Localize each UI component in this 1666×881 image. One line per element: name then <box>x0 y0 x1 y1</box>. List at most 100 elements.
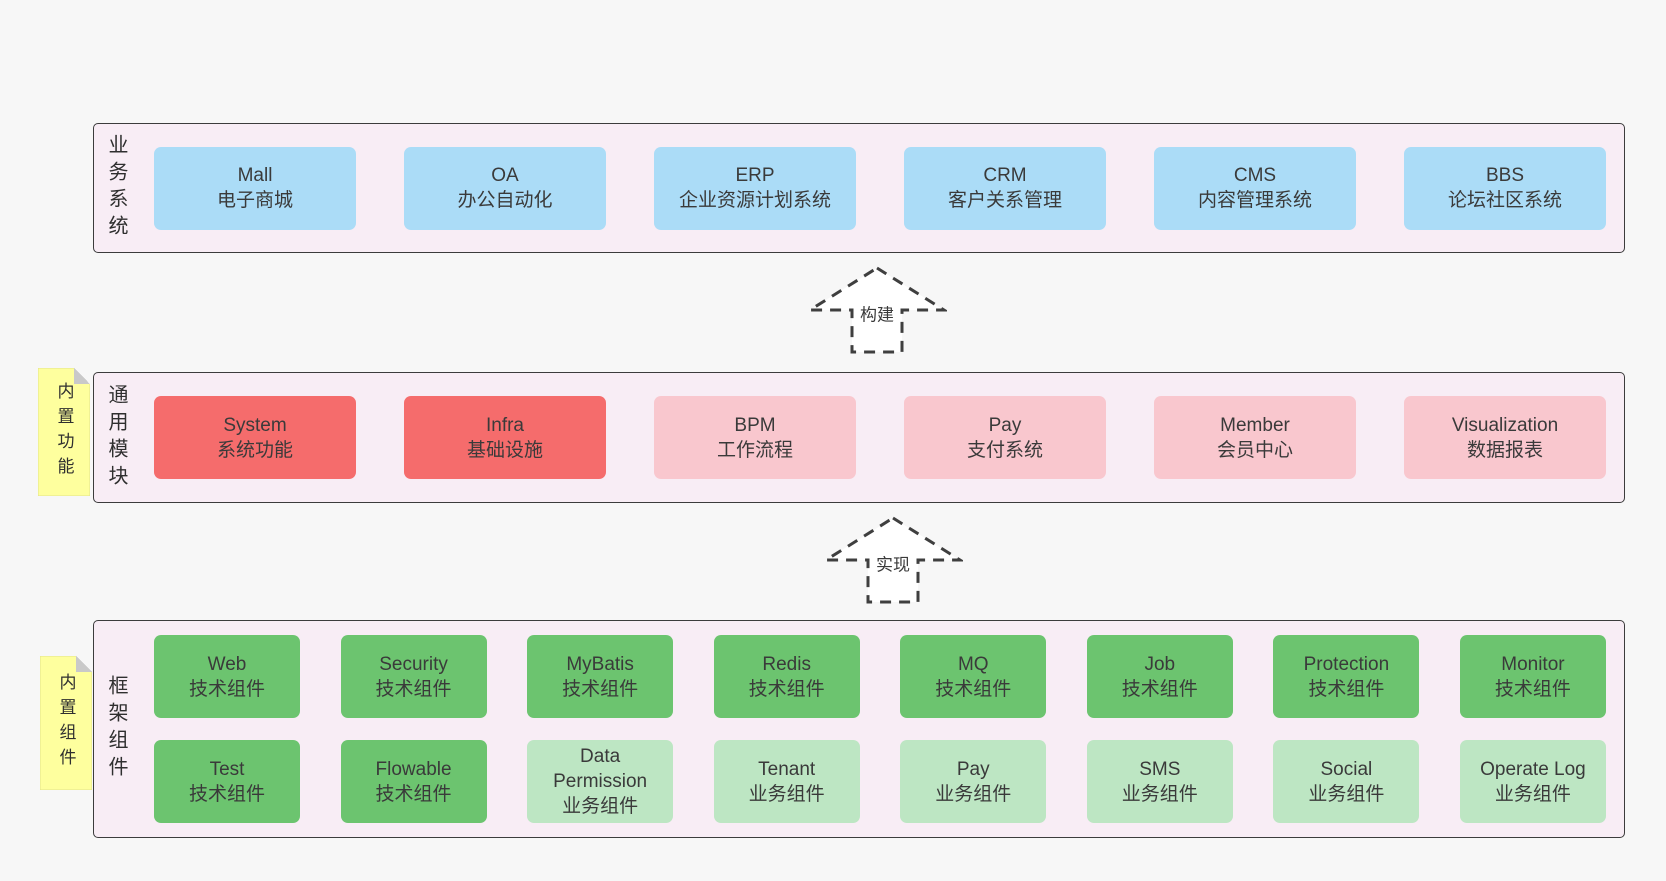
module-desc: 业务组件 <box>1494 783 1571 805</box>
module-box: SMS 业务组件 <box>1086 740 1233 823</box>
module-desc: 业务组件 <box>1121 783 1198 805</box>
module-name: SMS <box>1139 758 1181 780</box>
module-box: Mall 电子商城 <box>154 146 356 230</box>
module-name: Social <box>1320 758 1373 780</box>
module-row: Test 技术组件 Flowable 技术组件 Data Permission … <box>154 740 1606 823</box>
module-desc: 技术组件 <box>1308 678 1385 700</box>
module-desc: 业务组件 <box>748 783 825 805</box>
module-name: CRM <box>983 165 1027 186</box>
folded-corner-icon <box>74 368 90 384</box>
module-desc: 客户关系管理 <box>947 190 1062 211</box>
module-box: Visualization 数据报表 <box>1404 396 1606 479</box>
module-box: OA 办公自动化 <box>404 146 606 230</box>
module-name: MyBatis <box>566 653 634 675</box>
module-name: Data Permission <box>553 746 648 792</box>
module-box: Flowable 技术组件 <box>340 740 487 823</box>
sticky-note-builtin-features: 内置功能 <box>38 368 90 496</box>
module-box: Test 技术组件 <box>154 740 300 823</box>
module-box: Web 技术组件 <box>154 635 300 718</box>
module-name: Infra <box>485 414 525 436</box>
module-desc: 业务组件 <box>935 783 1012 805</box>
module-name: Job <box>1144 653 1176 675</box>
module-name: Redis <box>762 653 811 675</box>
arrow-label: 实现 <box>874 549 912 577</box>
module-desc: 业务组件 <box>1308 783 1385 805</box>
module-desc: 技术组件 <box>375 783 452 805</box>
layer-framework-components: 框架组件 Web 技术组件 Security 技术组件 MyBatis 技术组件 <box>93 620 1625 838</box>
module-box: CMS 内容管理系统 <box>1154 146 1356 230</box>
module-name: Security <box>379 653 448 675</box>
module-name: Test <box>209 758 245 780</box>
module-box: Social 业务组件 <box>1273 740 1420 823</box>
module-desc: 数据报表 <box>1466 439 1543 461</box>
module-desc: 技术组件 <box>1121 678 1198 700</box>
layer-label: 业务系统 <box>105 134 127 242</box>
sticky-note-label: 内置组件 <box>56 673 76 773</box>
module-box: MyBatis 技术组件 <box>527 635 674 718</box>
module-desc: 技术组件 <box>935 678 1012 700</box>
layer-label: 框架组件 <box>105 675 127 783</box>
module-name: Operate Log <box>1480 758 1586 780</box>
module-name: BBS <box>1485 165 1525 186</box>
module-name: Flowable <box>375 758 452 780</box>
module-desc: 企业资源计划系统 <box>678 190 831 211</box>
module-desc: 技术组件 <box>748 678 825 700</box>
module-box: CRM 客户关系管理 <box>904 146 1106 230</box>
module-box: BPM 工作流程 <box>654 396 856 479</box>
module-name: ERP <box>735 165 775 186</box>
module-desc: 技术组件 <box>375 678 452 700</box>
module-desc: 系统功能 <box>216 439 293 461</box>
module-name: Mall <box>237 165 273 186</box>
module-name: OA <box>491 165 519 186</box>
module-desc: 技术组件 <box>562 678 639 700</box>
module-box: BBS 论坛社区系统 <box>1404 146 1606 230</box>
module-name: System <box>223 414 287 436</box>
module-desc: 论坛社区系统 <box>1447 190 1562 211</box>
module-name: Visualization <box>1451 414 1559 436</box>
module-box: ERP 企业资源计划系统 <box>654 146 856 230</box>
module-box: Operate Log 业务组件 <box>1459 740 1606 823</box>
sticky-note-label: 内置功能 <box>54 382 74 482</box>
module-desc: 工作流程 <box>716 439 793 461</box>
module-name: Monitor <box>1501 653 1565 675</box>
module-desc: 电子商城 <box>216 190 293 211</box>
module-desc: 办公自动化 <box>457 190 553 211</box>
module-desc: 基础设施 <box>466 439 543 461</box>
module-desc: 业务组件 <box>562 796 639 817</box>
module-box: Tenant 业务组件 <box>713 740 860 823</box>
sticky-note-builtin-components: 内置组件 <box>40 656 92 790</box>
module-desc: 内容管理系统 <box>1197 190 1312 211</box>
module-desc: 支付系统 <box>966 439 1043 461</box>
module-box: Redis 技术组件 <box>713 635 860 718</box>
module-box: Pay 支付系统 <box>904 396 1106 479</box>
module-name: Pay <box>988 414 1022 436</box>
module-row: System 系统功能 Infra 基础设施 BPM 工作流程 Pay 支付系统 <box>154 396 1606 479</box>
module-desc: 技术组件 <box>1494 678 1571 700</box>
arrow-label: 构建 <box>858 299 896 327</box>
module-box: Protection 技术组件 <box>1273 635 1420 718</box>
module-name: Member <box>1220 414 1290 436</box>
module-name: CMS <box>1233 165 1277 186</box>
arrow-implement: 实现 <box>823 515 963 605</box>
module-box: Data Permission 业务组件 <box>527 740 674 823</box>
module-box: Infra 基础设施 <box>404 396 606 479</box>
module-box: Monitor 技术组件 <box>1459 635 1606 718</box>
module-name: MQ <box>957 653 989 675</box>
module-box: Member 会员中心 <box>1154 396 1356 479</box>
module-name: Protection <box>1303 653 1390 675</box>
layer-business-systems: 业务系统 Mall 电子商城 OA 办公自动化 ERP 企业资源计划系统 <box>93 123 1625 253</box>
module-name: Web <box>207 653 247 675</box>
module-box: System 系统功能 <box>154 396 356 479</box>
module-box: MQ 技术组件 <box>900 635 1047 718</box>
module-desc: 技术组件 <box>188 678 265 700</box>
module-name: BPM <box>734 414 776 436</box>
layer-common-modules: 通用模块 System 系统功能 Infra 基础设施 BPM 工作流程 <box>93 372 1625 503</box>
module-box: Job 技术组件 <box>1086 635 1233 718</box>
arrow-build: 构建 <box>807 265 947 355</box>
module-box: Security 技术组件 <box>340 635 487 718</box>
folded-corner-icon <box>76 656 92 672</box>
module-desc: 技术组件 <box>188 783 265 805</box>
module-name: Tenant <box>758 758 816 780</box>
module-row: Web 技术组件 Security 技术组件 MyBatis 技术组件 Redi… <box>154 635 1606 718</box>
module-name: Pay <box>956 758 990 780</box>
